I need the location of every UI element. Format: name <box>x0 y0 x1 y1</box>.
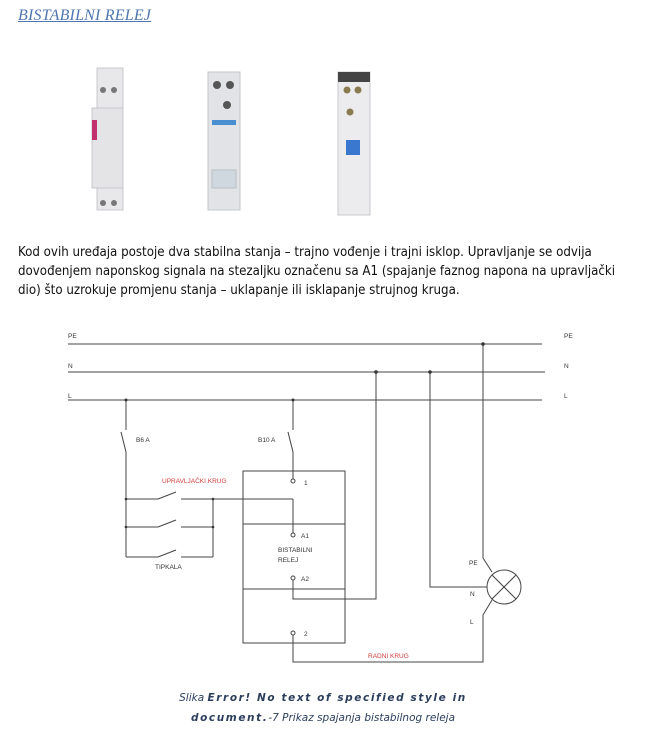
label-n-left: N <box>68 363 73 370</box>
lamp-n-label: N <box>470 591 475 598</box>
label-pe-right: PE <box>564 333 573 340</box>
body-paragraph: Kod ovih uređaja postoje dva stabilna st… <box>18 245 616 298</box>
relay-label-1: BISTABILNI <box>278 547 313 554</box>
work-circuit-label: RADNI KRUG <box>368 653 409 660</box>
caption-prefix: Slika <box>179 692 208 704</box>
relay-photo-3 <box>337 71 371 216</box>
junction-dots <box>124 342 485 529</box>
caption-error: Error! No text of specified style in doc… <box>190 692 467 724</box>
figure-caption: Slika Error! No text of specified style … <box>150 688 496 728</box>
breaker-b10-label: B10 A <box>258 437 276 444</box>
relay-photo-2 <box>207 71 241 211</box>
label-pe-left: PE <box>68 333 77 340</box>
wiring-diagram <box>68 343 545 663</box>
relay-label-2: RELEJ <box>278 557 298 564</box>
label-l-left: L <box>68 393 72 400</box>
control-circuit-label: UPRAVLJAČKI KRUG <box>162 476 227 485</box>
lamp-pe-label: PE <box>469 560 478 567</box>
section-title: BISTABILNI RELEJ <box>18 7 152 24</box>
caption-suffix: -7 Prikaz spajanja bistabilnog releja <box>268 712 456 724</box>
buttons-label: TIPKALA <box>155 564 182 571</box>
terminal-2: 2 <box>304 631 308 638</box>
label-l-right: L <box>564 393 568 400</box>
breaker-b6-label: B6 A <box>136 437 150 444</box>
lamp-l-label: L <box>470 619 474 626</box>
terminal-1: 1 <box>304 480 308 487</box>
terminal-a2: A2 <box>301 576 309 583</box>
label-n-right: N <box>564 363 569 370</box>
relay-photo-1 <box>91 67 124 211</box>
terminal-a1: A1 <box>301 533 309 540</box>
